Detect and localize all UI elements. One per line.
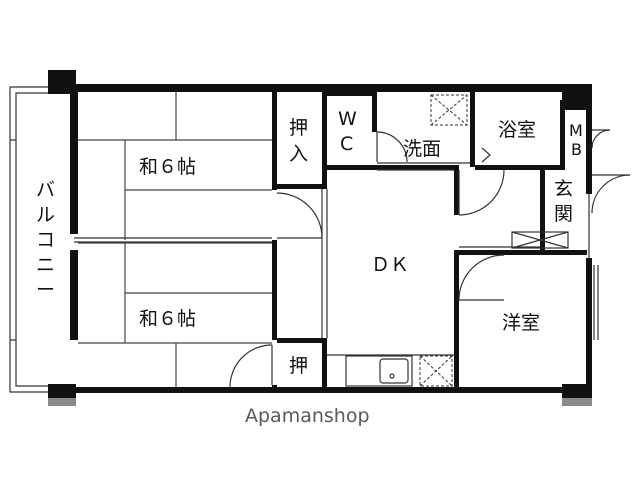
label-balcony-3: コ <box>36 229 55 251</box>
label-oshiire-upper-2: 入 <box>289 143 308 165</box>
label-yokushitsu: 浴室 <box>498 119 536 141</box>
interior-walls <box>272 92 587 391</box>
fusuma-door <box>74 237 272 243</box>
label-senmen: 洗面 <box>403 138 441 160</box>
label-balcony-4: ニ <box>36 254 55 276</box>
label-balcony-2: ル <box>36 204 55 226</box>
thin-separators <box>321 162 540 356</box>
corner-pillars <box>48 70 592 406</box>
label-dk: ＤＫ <box>371 254 409 276</box>
label-oshiire-lower: 押 <box>289 355 308 377</box>
door-swings <box>229 129 631 388</box>
right-windows <box>588 194 599 340</box>
watermark: Apamanshop <box>245 405 370 427</box>
label-yoshitsu: 洋室 <box>502 312 540 334</box>
tatami-lines <box>78 92 272 390</box>
label-balcony-5: ー <box>36 279 55 301</box>
label-genkan-1: 玄 <box>554 178 573 200</box>
label-washitsu-lower: 和６帖 <box>139 308 196 330</box>
balcony-outline <box>9 86 48 393</box>
label-wc-2: C <box>340 133 353 155</box>
fridge-space <box>419 355 453 387</box>
kitchen-counter <box>345 355 413 387</box>
label-washitsu-upper: 和６帖 <box>139 156 196 178</box>
label-oshiire-upper-1: 押 <box>289 117 308 139</box>
label-genkan-2: 関 <box>554 203 573 225</box>
outer-walls <box>70 84 592 393</box>
label-mb-1: M <box>569 121 583 140</box>
label-wc-1: W <box>338 108 357 130</box>
label-mb-2: B <box>571 140 582 159</box>
washroom-vent <box>430 94 468 126</box>
entrance-cabinet <box>511 231 569 249</box>
label-balcony-1: バ <box>36 179 55 201</box>
